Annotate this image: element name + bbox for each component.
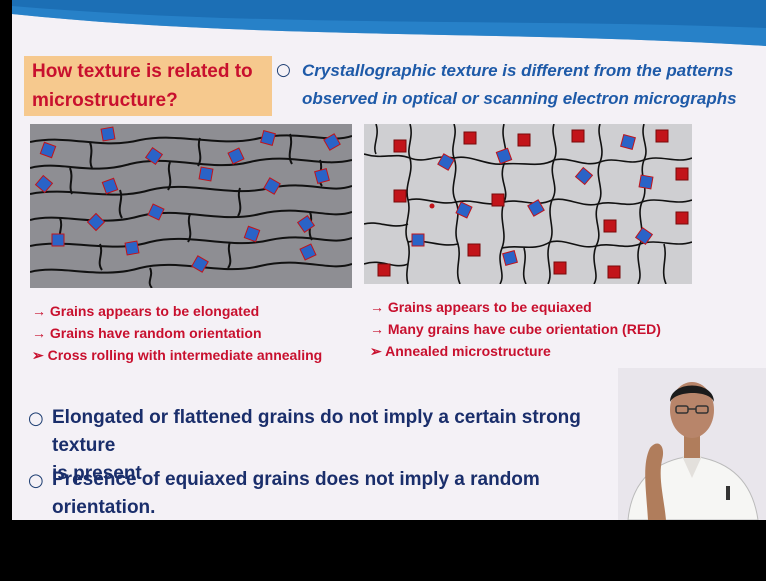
hollow-bullet-icon: ○ <box>276 60 291 80</box>
point-1-line-1: Elongated or flattened grains do not imp… <box>52 404 612 460</box>
right-caption: → Grains appears to be equiaxed → Many g… <box>370 296 661 362</box>
video-bottom-bar <box>0 520 766 581</box>
left-caption-line-1: → Grains appears to be elongated <box>32 300 322 322</box>
left-caption: → Grains appears to be elongated → Grain… <box>32 300 322 366</box>
lecture-slide: How texture is related to microstructure… <box>12 0 766 520</box>
equiaxed-grains-micrograph <box>364 124 692 284</box>
intro-line-1: Crystallographic texture is different fr… <box>302 57 762 85</box>
slide-title-line-1: How texture is related to <box>24 56 272 85</box>
slide-header-bar <box>12 0 766 46</box>
intro-line-2: observed in optical or scanning electron… <box>302 85 762 113</box>
slide-title-line-2: microstructure? <box>24 85 272 114</box>
left-caption-line-3: ➢ Cross rolling with intermediate anneal… <box>32 344 322 366</box>
hollow-bullet-icon: ○ <box>28 408 44 429</box>
right-caption-line-3: ➢ Annealed microstructure <box>370 340 661 362</box>
hollow-bullet-icon: ○ <box>28 470 44 491</box>
presenter-video <box>618 368 766 520</box>
right-caption-line-1: → Grains appears to be equiaxed <box>370 296 661 318</box>
elongated-grains-micrograph <box>30 124 352 288</box>
left-caption-line-2: → Grains have random orientation <box>32 322 322 344</box>
point-2: Presence of equiaxed grains does not imp… <box>52 466 612 520</box>
intro-text: Crystallographic texture is different fr… <box>302 57 762 113</box>
slide-title-box: How texture is related to microstructure… <box>24 56 272 116</box>
right-caption-line-2: → Many grains have cube orientation (RED… <box>370 318 661 340</box>
